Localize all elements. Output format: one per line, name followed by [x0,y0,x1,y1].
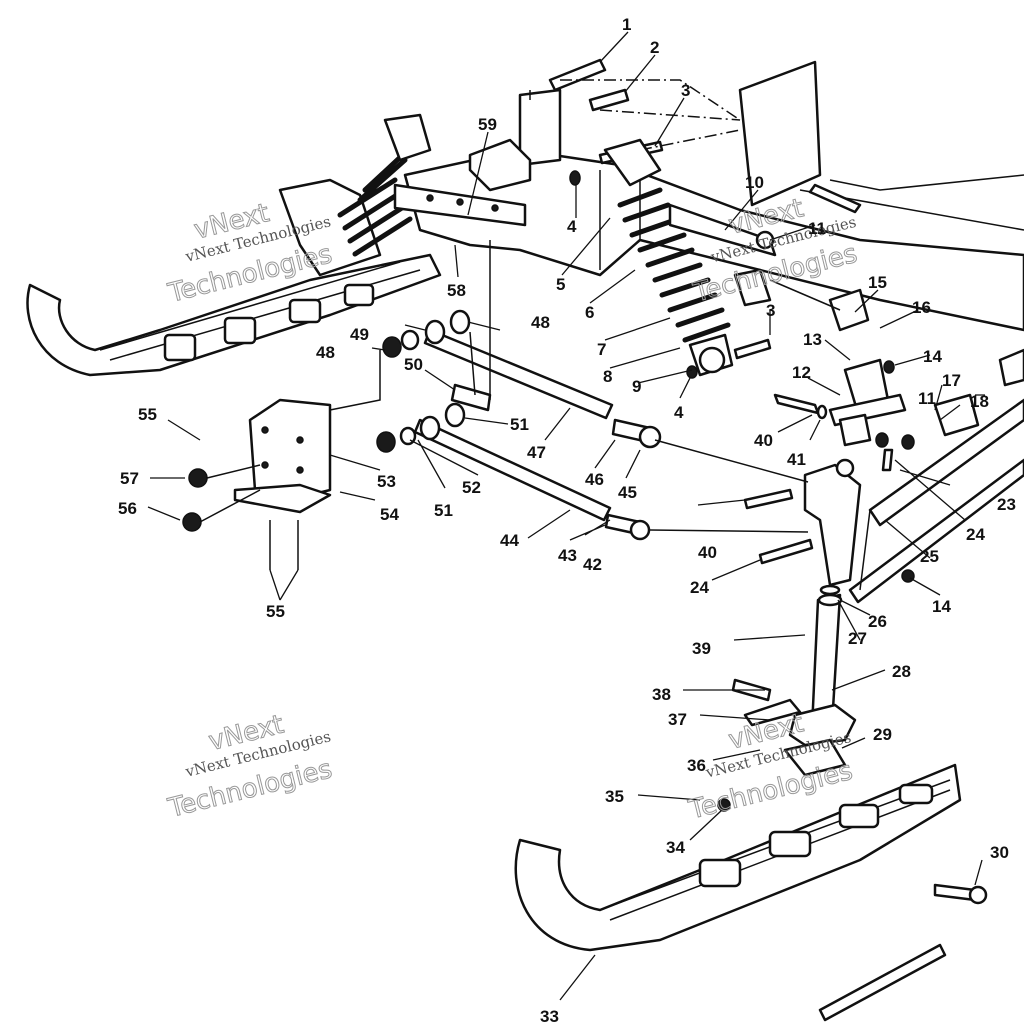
callout-17: 17 [942,371,961,390]
bolt-30 [933,883,977,902]
callout-56: 56 [118,499,137,518]
callout-50: 50 [404,355,423,374]
callout-labels: 1 2 3 59 4 10 11 5 58 15 6 16 3 48 49 13… [118,15,1016,1024]
callout-34: 34 [666,838,685,857]
callout-30: 30 [990,843,1009,862]
nut-4 [569,170,581,186]
callout-13: 13 [803,330,822,349]
callout-59: 59 [478,115,497,134]
callout-42: 42 [583,555,602,574]
callout-57: 57 [120,469,139,488]
callout-38: 38 [652,685,671,704]
callout-41: 41 [787,450,806,469]
callout-44: 44 [500,531,519,550]
callout-54: 54 [380,505,399,524]
callout-49: 49 [350,325,369,344]
callout-48b: 48 [316,343,335,362]
callout-7: 7 [597,340,606,359]
callout-48: 48 [531,313,550,332]
callout-24b: 24 [690,578,709,597]
callout-6: 6 [585,303,594,322]
callout-58: 58 [447,281,466,300]
callout-52: 52 [462,478,481,497]
callout-3b: 3 [766,301,775,320]
rod-44 [413,418,612,522]
bolt-40b [743,488,794,510]
callout-4b: 4 [674,403,684,422]
callout-8: 8 [603,367,612,386]
right-frame-rails [848,348,1024,604]
callout-11: 11 [808,219,826,238]
callout-53: 53 [377,472,396,491]
callout-51: 51 [510,415,529,434]
callout-3: 3 [681,81,690,100]
pivot-bracket [773,358,915,450]
callout-11b: 11 [918,389,936,408]
bolt-2 [588,88,630,112]
bolt-40 [773,393,820,415]
leader-lines [147,31,985,1001]
callout-55b: 55 [266,602,285,621]
callout-10: 10 [745,173,764,192]
shock-absorber [603,138,772,379]
callout-5: 5 [556,275,565,294]
callout-33: 33 [540,1007,559,1024]
callout-29: 29 [873,725,892,744]
mount-bracket [182,350,381,570]
callout-45: 45 [618,483,637,502]
callout-9: 9 [632,377,641,396]
callout-36: 36 [687,756,706,775]
callout-28: 28 [892,662,911,681]
callout-14b: 14 [932,597,951,616]
front-ski [514,678,988,1022]
callout-40: 40 [754,431,773,450]
callout-43: 43 [558,546,577,565]
spindle-assembly [743,448,915,777]
callout-51b: 51 [434,501,453,520]
callout-39: 39 [692,639,711,658]
callout-26: 26 [868,612,887,631]
callout-12: 12 [792,363,811,382]
left-ski-assembly [26,113,527,377]
watermark-2: vNext vNext Technologies Technologies [689,193,860,309]
callout-24: 24 [966,525,985,544]
callout-15: 15 [868,273,887,292]
upper-arm [668,203,870,332]
callout-46: 46 [585,470,604,489]
callout-23: 23 [997,495,1016,514]
watermark-3: vNext vNext Technologies Technologies [164,709,335,824]
callout-37: 37 [668,710,687,729]
callout-1: 1 [622,15,631,34]
bolt-1 [548,58,607,92]
watermark-1: vNext vNext Technologies Technologies [164,198,335,310]
callout-18: 18 [970,392,989,411]
callout-35: 35 [605,787,624,806]
callout-16: 16 [912,298,931,317]
tie-rods [376,240,809,541]
callout-40b: 40 [698,543,717,562]
callout-2: 2 [650,38,659,57]
callout-27: 27 [848,629,867,648]
frame-bulkhead [403,60,1024,332]
callout-4: 4 [567,217,577,236]
callout-14: 14 [923,347,942,366]
callout-47: 47 [527,443,546,462]
bolt-24 [758,538,814,565]
callout-55: 55 [138,405,157,424]
callout-25: 25 [920,547,939,566]
